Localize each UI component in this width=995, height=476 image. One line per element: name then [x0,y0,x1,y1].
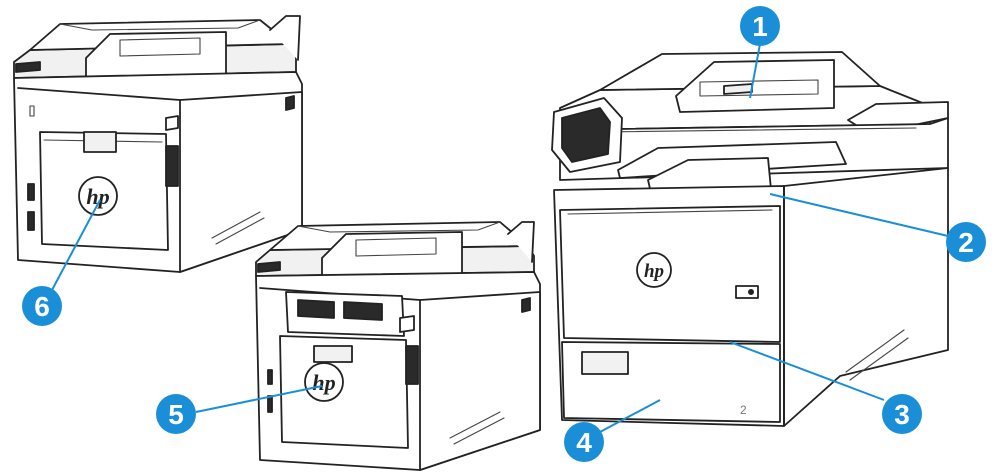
hp-logo-icon-front: hp [636,252,672,288]
callout-label: 1 [752,11,768,42]
power-button-icon [735,285,759,299]
printer-front-view: hp 2 [551,51,949,427]
leader-line-6 [51,199,101,291]
leader-line-4 [599,399,661,433]
callout-label: 2 [958,227,974,258]
numbered-circle-icon [740,6,780,46]
callout-6: 6 [22,286,62,326]
callout-5: 5 [156,394,196,434]
svg-text:hp: hp [644,261,664,282]
callout-3: 3 [882,394,922,434]
hp-logo-icon-rear-lower: hp [304,362,344,402]
hp-logo-icon-rear-upper: hp [78,176,118,216]
callout-label: 6 [34,291,50,322]
numbered-circle-icon [564,422,604,462]
callout-4: 4 [564,422,604,462]
leader-line-5 [195,385,323,413]
touchscreen-control-panel [551,97,623,173]
callout-label: 3 [894,399,910,430]
callout-label: 5 [168,399,184,430]
numbered-circle-icon [22,286,62,326]
printer-rear-view-upper: hp [13,15,303,273]
numbered-circle-icon [156,394,196,434]
svg-text:hp: hp [312,370,335,395]
tray-number: 2 [740,403,747,417]
callout-2: 2 [946,222,986,262]
numbered-circle-icon [946,222,986,262]
printer-rear-view-lower: hp [255,221,541,471]
leader-lines [51,43,949,433]
svg-text:hp: hp [86,184,109,209]
leader-line-3 [729,341,885,401]
leader-line-1 [749,43,761,99]
callout-label: 4 [576,427,592,458]
callout-1: 1 [740,6,780,46]
numbered-circle-icon [882,394,922,434]
leader-line-2 [769,193,949,237]
